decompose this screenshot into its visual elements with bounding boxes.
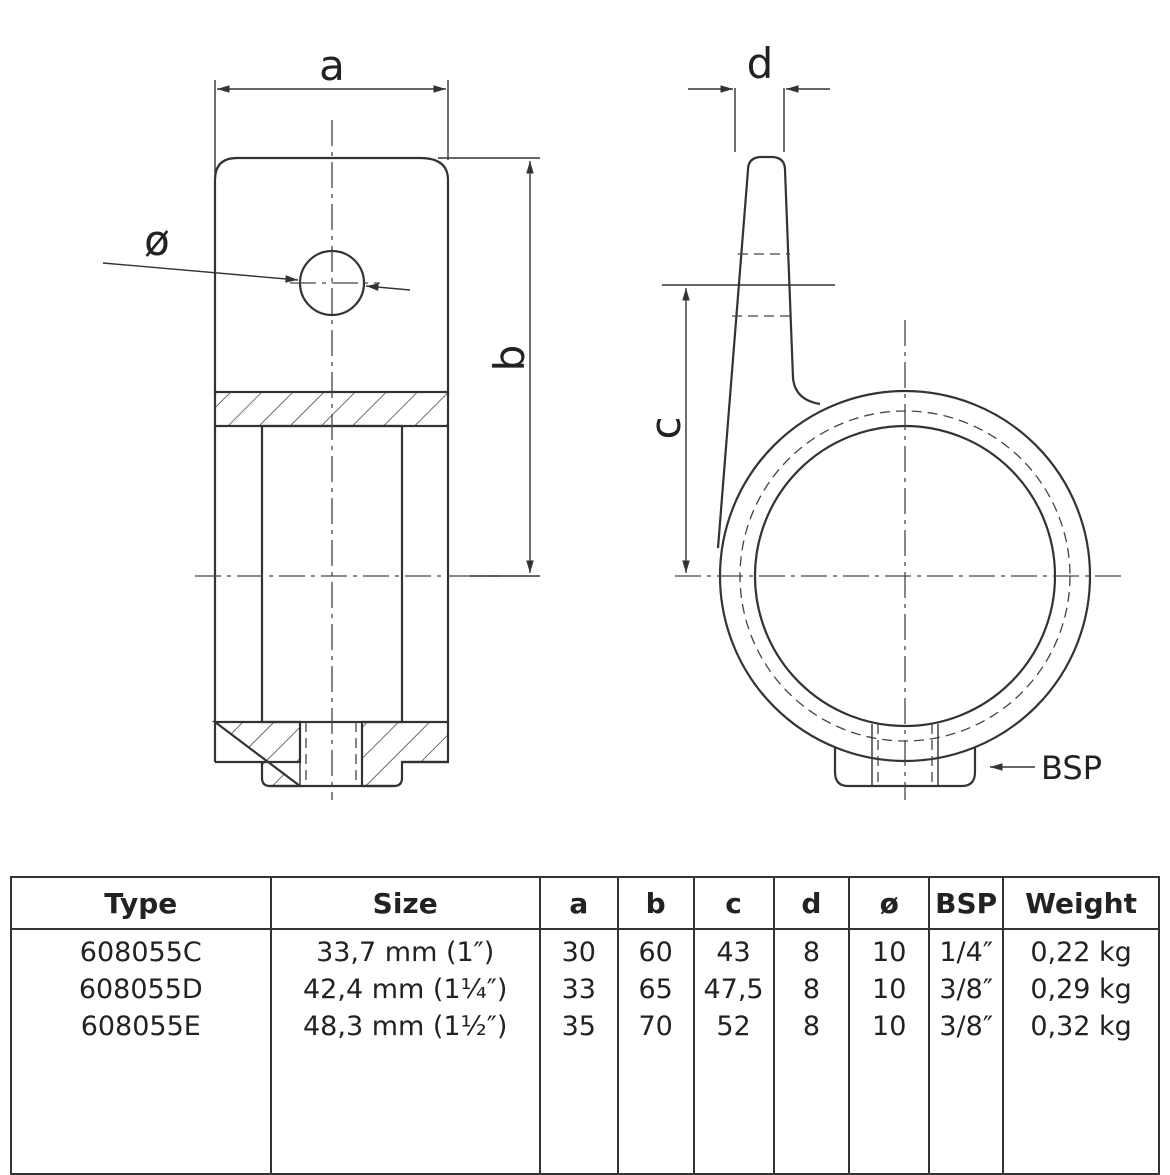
diameter-value: 10: [872, 974, 907, 1005]
type-value: 608055E: [80, 1011, 201, 1042]
a-value: 35: [561, 1011, 596, 1042]
dim-a-label: a: [319, 41, 345, 90]
header-type: Type: [10, 877, 272, 930]
cell-b: 60 65 70: [616, 929, 695, 1045]
bsp-label: BSP: [1041, 749, 1102, 787]
dim-c-label: c: [641, 416, 690, 439]
a-value: 33: [561, 974, 596, 1005]
dim-d-label: d: [747, 39, 774, 88]
spec-table: Type Size a b c d ø BSP Weight 608055C 6…: [10, 876, 1160, 1175]
cell-bsp: 1/4″ 3/8″ 3/8″: [928, 929, 1005, 1045]
header-size: Size: [269, 877, 541, 930]
header-d: d: [772, 877, 851, 930]
weight-value: 0,22 kg: [1030, 937, 1132, 968]
cell-c: 43 47,5 52: [692, 929, 775, 1045]
table-header-row: Type Size a b c d ø BSP Weight: [10, 877, 1160, 930]
weight-value: 0,29 kg: [1030, 974, 1132, 1005]
cell-a: 30 33 35: [538, 929, 619, 1045]
cell-size: 33,7 mm (1″) 42,4 mm (1¼″) 48,3 mm (1½″): [269, 929, 541, 1045]
type-value: 608055D: [78, 974, 203, 1005]
b-value: 70: [638, 1011, 673, 1042]
header-bsp: BSP: [928, 877, 1005, 930]
cell-type: 608055C 608055D 608055E: [10, 929, 272, 1045]
diameter-value: 10: [872, 1011, 907, 1042]
d-value: 8: [802, 1011, 820, 1042]
table-filler-row: [10, 1045, 1160, 1174]
bsp-value: 3/8″: [939, 974, 993, 1005]
c-value: 52: [716, 1011, 751, 1042]
weight-value: 0,32 kg: [1030, 1011, 1132, 1042]
cell-diameter: 10 10 10: [848, 929, 931, 1045]
bsp-value: 1/4″: [939, 937, 993, 968]
c-value: 47,5: [703, 974, 764, 1005]
cell-weight: 0,22 kg 0,29 kg 0,32 kg: [1002, 929, 1160, 1045]
side-view: d c BSP: [641, 39, 1125, 800]
header-c: c: [692, 877, 775, 930]
bsp-value: 3/8″: [939, 1011, 993, 1042]
a-value: 30: [561, 937, 596, 968]
table-row: 608055C 608055D 608055E 33,7 mm (1″) 42,…: [10, 929, 1160, 1045]
b-value: 60: [638, 937, 673, 968]
d-value: 8: [802, 937, 820, 968]
size-value: 48,3 mm (1½″): [303, 1011, 508, 1042]
diameter-value: 10: [872, 937, 907, 968]
header-a: a: [538, 877, 619, 930]
dim-diameter-label: ø: [144, 216, 170, 265]
header-diameter: ø: [848, 877, 931, 930]
header-weight: Weight: [1002, 877, 1160, 930]
size-value: 33,7 mm (1″): [316, 937, 495, 968]
cell-d: 8 8 8: [772, 929, 851, 1045]
b-value: 65: [638, 974, 673, 1005]
header-b: b: [616, 877, 695, 930]
d-value: 8: [802, 974, 820, 1005]
technical-drawing: a b ø d: [102, 39, 1125, 800]
type-value: 608055C: [79, 937, 202, 968]
front-view: a b ø: [102, 41, 540, 800]
dim-b-label: b: [485, 345, 534, 372]
c-value: 43: [716, 937, 751, 968]
size-value: 42,4 mm (1¼″): [303, 974, 508, 1005]
